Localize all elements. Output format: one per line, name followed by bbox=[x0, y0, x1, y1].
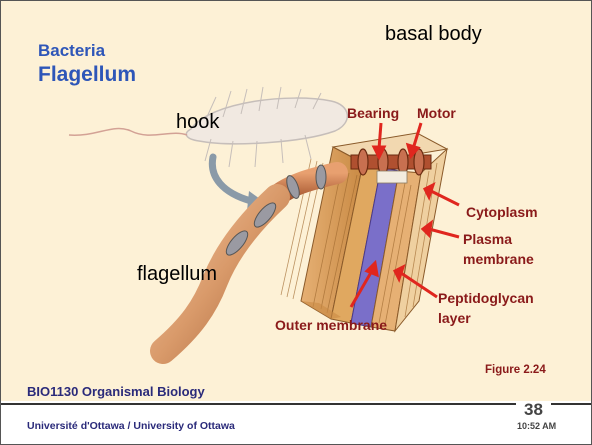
label-peptidoglycan-2: layer bbox=[438, 310, 471, 326]
figure-caption: Figure 2.24 bbox=[485, 364, 546, 376]
timestamp: 10:52 AM bbox=[517, 421, 556, 431]
label-hook: hook bbox=[176, 111, 219, 134]
label-bearing: Bearing bbox=[347, 105, 399, 121]
label-outer-membrane: Outer membrane bbox=[275, 317, 387, 333]
footer-rule-left bbox=[1, 403, 516, 405]
label-motor: Motor bbox=[417, 105, 456, 121]
label-plasma-2: membrane bbox=[463, 251, 534, 267]
label-peptidoglycan-1: Peptidoglycan bbox=[438, 290, 534, 306]
course-title: BIO1130 Organismal Biology bbox=[27, 384, 205, 399]
university-name: Université d'Ottawa / University of Otta… bbox=[27, 420, 235, 432]
label-plasma-1: Plasma bbox=[463, 231, 512, 247]
footer-rule-right bbox=[551, 403, 591, 405]
label-cytoplasm: Cytoplasm bbox=[466, 204, 538, 220]
page-number: 38 bbox=[524, 400, 543, 420]
label-flagellum: flagellum bbox=[137, 263, 217, 286]
title-line-1: Bacteria bbox=[38, 41, 105, 61]
label-basal-body: basal body bbox=[385, 23, 482, 46]
title-line-2: Flagellum bbox=[38, 63, 136, 87]
flagellum-diagram bbox=[1, 1, 591, 401]
zoom-arrow bbox=[212, 157, 251, 201]
